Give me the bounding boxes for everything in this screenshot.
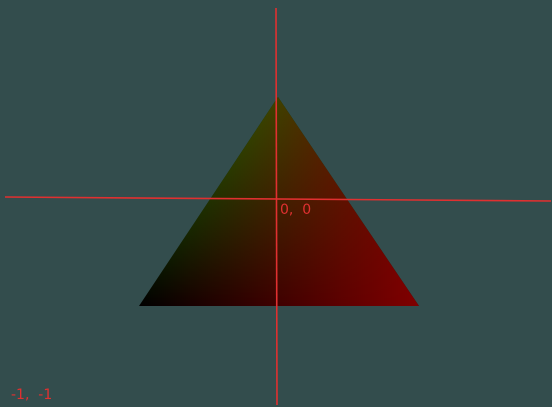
corner-label: -1, -1	[11, 387, 53, 403]
y-axis-line	[275, 7, 278, 406]
origin-label: 0, 0	[280, 202, 312, 218]
colored-triangle	[139, 97, 419, 306]
x-axis-line	[4, 196, 552, 202]
triangle-red-layer	[139, 97, 419, 306]
